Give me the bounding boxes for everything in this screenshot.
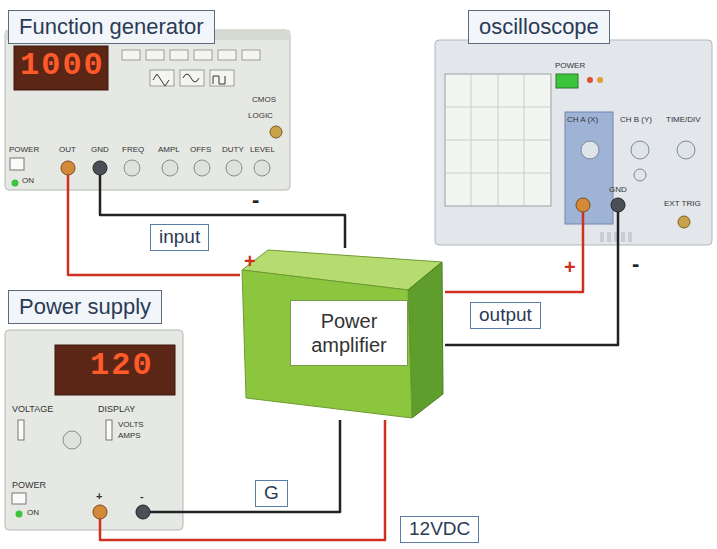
panel-label: ON bbox=[22, 177, 34, 186]
power-amplifier: Power amplifier bbox=[240, 248, 445, 420]
panel-label: EXT TRIG bbox=[664, 200, 701, 209]
panel-label: OUT bbox=[59, 146, 76, 155]
wire-label: output bbox=[470, 302, 541, 329]
terminal-sign: - bbox=[140, 490, 144, 502]
instrument-title: Power supply bbox=[8, 290, 162, 324]
panel-label: LEVEL bbox=[250, 146, 275, 155]
panel-label: VOLTAGE bbox=[12, 405, 53, 415]
panel-label: FREQ bbox=[122, 146, 144, 155]
wire-label: G bbox=[255, 480, 288, 507]
function-generator: Function generator bbox=[5, 10, 290, 190]
wire bbox=[445, 245, 583, 292]
polarity-sign: + bbox=[564, 256, 576, 278]
panel-label: TIME/DIV bbox=[666, 116, 701, 125]
terminal-sign: + bbox=[96, 490, 102, 502]
panel-label: ON bbox=[27, 509, 39, 518]
wire bbox=[68, 190, 240, 275]
wire bbox=[100, 420, 385, 540]
panel-label: GND bbox=[609, 186, 627, 195]
instrument-title: Function generator bbox=[8, 10, 215, 44]
amplifier-side bbox=[408, 262, 443, 418]
polarity-sign: - bbox=[632, 252, 639, 276]
panel-label: OFFS bbox=[190, 146, 211, 155]
panel-label: AMPL bbox=[158, 146, 180, 155]
panel-label: CH B (Y) bbox=[620, 116, 652, 125]
amplifier-label: Power amplifier bbox=[290, 300, 408, 366]
polarity-sign: - bbox=[252, 188, 259, 212]
power-supply-body bbox=[5, 330, 183, 530]
wire bbox=[100, 190, 345, 248]
wire-label: 12VDC bbox=[400, 516, 479, 543]
panel-label: CMOS bbox=[252, 96, 276, 105]
amplifier-front bbox=[242, 270, 412, 418]
panel-label: DISPLAY bbox=[98, 405, 135, 415]
oscilloscope: oscilloscope bbox=[435, 40, 712, 245]
panel-label: DUTY bbox=[222, 146, 244, 155]
wire bbox=[183, 420, 340, 512]
display-reading: 1000 bbox=[20, 48, 105, 83]
function-generator-body bbox=[5, 30, 290, 190]
panel-label: GND bbox=[91, 146, 109, 155]
wire-label: input bbox=[150, 224, 209, 251]
panel-label: POWER bbox=[555, 62, 585, 71]
polarity-sign: + bbox=[244, 250, 256, 272]
panel-label: LOGIC bbox=[248, 112, 273, 121]
panel-label: POWER bbox=[9, 146, 39, 155]
panel-label: CH A (X) bbox=[567, 116, 598, 125]
panel-label: AMPS bbox=[118, 432, 141, 441]
display-reading: 120 bbox=[90, 348, 154, 383]
wire bbox=[445, 245, 618, 345]
oscilloscope-body bbox=[435, 40, 712, 245]
instrument-title: oscilloscope bbox=[468, 10, 610, 44]
panel-label: VOLTS bbox=[118, 421, 144, 430]
panel-label: POWER bbox=[12, 481, 46, 491]
